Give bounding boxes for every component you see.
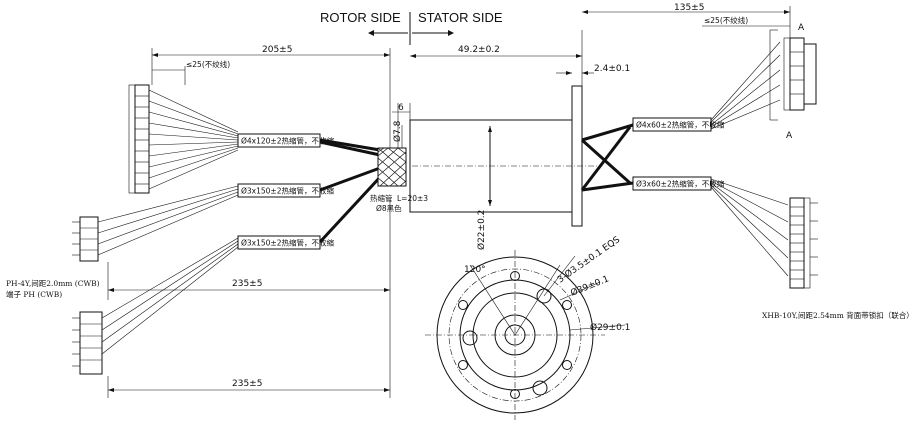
section-label-top: A xyxy=(798,23,805,33)
rotor-untwisted-text: ≤25(不绞线) xyxy=(186,59,230,69)
stator-overall-text: 135±5 xyxy=(674,3,704,13)
rotor-connector-mid xyxy=(72,216,99,262)
stator-crossing-wires xyxy=(580,123,634,192)
bottom-2-text: 235±5 xyxy=(232,379,262,389)
left-connector-note-1: PH-4Y,间距2.0mm (CWB) xyxy=(6,279,100,288)
end-view: 120° 3-Ø3.5±0.1 EQS Ø39±0.1 Ø29±0.1 xyxy=(425,234,630,420)
dim-flange: 2.4±0.1 xyxy=(556,64,630,75)
stator-bot-sleeve-text: Ø3x60±2热缩管，不收缩 xyxy=(636,179,725,189)
rotor-overall-text: 205±5 xyxy=(262,45,292,55)
body-dia-text: Ø22±0.2 xyxy=(476,210,487,250)
dim-bottom-1: 235±5 xyxy=(107,200,391,300)
stator-wires-bot xyxy=(710,178,789,277)
stator-wires-top xyxy=(710,41,781,130)
stator-connector-bot xyxy=(789,197,818,289)
stator-sleeve-bot: Ø3x60±2热缩管，不收缩 xyxy=(632,176,725,191)
stator-side-label: STATOR SIDE xyxy=(418,10,503,25)
sleeve-text-2: L=20±3 xyxy=(397,194,428,203)
sleeve-text-3: Ø8黑色 xyxy=(376,203,402,213)
hub-dia-text: Ø29±0.1 xyxy=(590,322,630,333)
shaft-dia-text: Ø7.8 xyxy=(392,120,403,142)
bolt-holes-text: 3-Ø3.5±0.1 EQS xyxy=(555,234,622,285)
dim-rotor-overall: 205±5 xyxy=(151,45,391,150)
rotor-wires-bot xyxy=(101,237,239,355)
sleeve-text-1: 热缩管 xyxy=(370,193,393,203)
rotor-wires-mid xyxy=(97,185,239,256)
left-connector-note-2: 端子 PH (CWB) xyxy=(6,289,62,299)
rotor-sleeve-bot: Ø3x150±2热缩管，不收缩 xyxy=(237,173,384,250)
dim-bottom-2: 235±5 xyxy=(107,300,391,398)
rotor-top-sleeve-text: Ø4x120±2热缩管，不收缩 xyxy=(241,136,334,146)
shaft-len-text: 6 xyxy=(398,103,404,113)
rotor-sleeve-top: Ø4x120±2热缩管，不收缩 xyxy=(237,133,381,157)
shrink-sleeve: 热缩管 L=20±3 Ø8黑色 xyxy=(370,147,428,213)
stator-connector-top: A A xyxy=(769,23,817,141)
angle-text: 120° xyxy=(464,265,486,275)
dim-stator-overall: 135±5 ≤25(不绞线) xyxy=(582,3,791,40)
rotor-side-label: ROTOR SIDE xyxy=(320,10,401,25)
bottom-1-text: 235±5 xyxy=(232,279,262,289)
rotor-wires-top xyxy=(148,89,239,190)
stator-top-sleeve-text: Ø4x60±2热缩管，不收缩 xyxy=(636,120,725,130)
stator-sleeve-top: Ø4x60±2热缩管，不收缩 xyxy=(632,117,725,132)
rotor-sleeve-mid: Ø3x150±2热缩管，不收缩 xyxy=(237,166,381,198)
body-length-text: 49.2±0.2 xyxy=(458,45,500,55)
dim-body-length: 49.2±0.2 xyxy=(410,30,583,86)
rotor-connector-top xyxy=(128,84,150,194)
section-label-bottom: A xyxy=(786,131,793,141)
dim-shaft: 6 Ø7.8 xyxy=(392,103,411,148)
rotor-bot-sleeve-text: Ø3x150±2热缩管，不收缩 xyxy=(241,238,334,248)
pcd-text: Ø39±0.1 xyxy=(569,273,611,298)
stator-untwisted-text: ≤25(不绞线) xyxy=(704,15,748,25)
dim-rotor-untwisted: ≤25(不绞线) xyxy=(152,59,230,85)
slip-ring-body: Ø22±0.2 xyxy=(409,119,600,250)
side-divider xyxy=(368,12,454,45)
flange-text: 2.4±0.1 xyxy=(594,64,630,74)
right-connector-note: XHB-10Y,间距2.54mm 背面带锁扣（联合） xyxy=(762,310,914,320)
rotor-connector-bot xyxy=(72,311,103,375)
stator-flange xyxy=(571,85,583,227)
rotor-mid-sleeve-text: Ø3x150±2热缩管，不收缩 xyxy=(241,186,334,196)
